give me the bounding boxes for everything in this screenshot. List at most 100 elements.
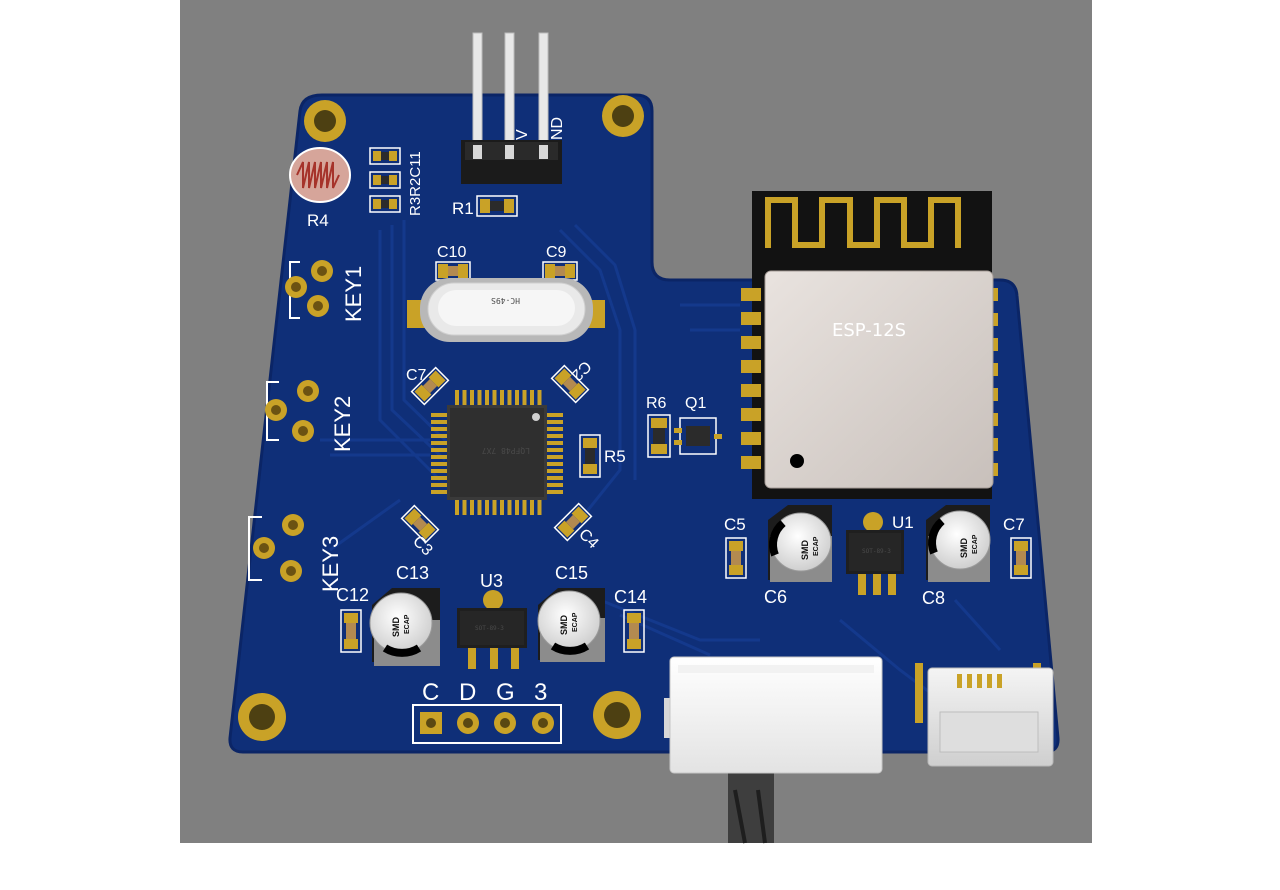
header-label-nd: ND bbox=[549, 117, 566, 140]
label-r1: R1 bbox=[452, 199, 474, 218]
esp-pad bbox=[741, 288, 761, 301]
mcu-pin bbox=[455, 499, 459, 515]
mcu-pin bbox=[431, 462, 448, 466]
mcu-pin bbox=[537, 390, 542, 406]
mcu-pin bbox=[500, 499, 504, 515]
mcu-pin bbox=[431, 483, 448, 487]
mcu-pin bbox=[546, 448, 563, 452]
mcu-pin bbox=[530, 499, 534, 515]
mcu-pin bbox=[470, 499, 474, 515]
bottom-header-labels: C D G 3 bbox=[422, 679, 547, 706]
esp-pad bbox=[741, 456, 761, 469]
mcu-pin bbox=[546, 483, 563, 487]
mcu-pin bbox=[431, 413, 448, 417]
label-c7-right: C7 bbox=[1003, 515, 1025, 534]
capacitor-c4-diag bbox=[553, 502, 593, 542]
bottom-pin-header[interactable] bbox=[412, 704, 562, 744]
label-q1: Q1 bbox=[685, 395, 706, 412]
resistor-r6 bbox=[647, 414, 671, 458]
mcu-pin bbox=[546, 434, 563, 438]
label-c15: C15 bbox=[555, 563, 588, 583]
esp-pad bbox=[741, 336, 761, 349]
mcu-pin bbox=[537, 499, 542, 515]
header-label-d: D bbox=[459, 679, 476, 706]
regulator-u1 bbox=[846, 512, 904, 595]
esp-pad bbox=[741, 312, 761, 325]
cable bbox=[728, 770, 774, 843]
cap-c13-marking-smd: SMD bbox=[391, 617, 401, 638]
transistor-q1 bbox=[674, 417, 722, 455]
mcu-pin bbox=[492, 390, 497, 406]
label-u1: U1 bbox=[892, 513, 914, 532]
key1-label: KEY1 bbox=[341, 266, 366, 322]
mcu-pin bbox=[431, 427, 448, 431]
label-c12: C12 bbox=[336, 585, 369, 605]
mcu-pin bbox=[546, 427, 563, 431]
label-c6: C6 bbox=[764, 587, 787, 607]
mcu-pin bbox=[522, 390, 527, 406]
cap-c15-marking-smd: SMD bbox=[559, 615, 569, 636]
cap-c15-marking-ecap: ECAP bbox=[572, 612, 579, 632]
resistor-array bbox=[369, 147, 401, 213]
label-u3: U3 bbox=[480, 571, 503, 591]
header-label-v: V bbox=[514, 129, 531, 140]
mcu-chip bbox=[431, 390, 563, 515]
mcu-pin bbox=[462, 390, 467, 406]
capacitor-c5 bbox=[725, 537, 747, 579]
mcu-pin bbox=[431, 455, 448, 459]
cap-c8-marking-smd: SMD bbox=[959, 538, 969, 559]
key2-label: KEY2 bbox=[330, 396, 355, 452]
mcu-marking: LQFP48 7X7 bbox=[482, 446, 530, 455]
label-c9: C9 bbox=[546, 244, 567, 261]
key3-label: KEY3 bbox=[318, 536, 343, 592]
resistor-r1 bbox=[476, 195, 518, 217]
mcu-pin bbox=[546, 455, 563, 459]
electrolytic-cap-c8 bbox=[926, 505, 991, 582]
mcu-pin bbox=[470, 390, 474, 406]
resistor-r5 bbox=[579, 434, 601, 478]
crystal-oscillator bbox=[407, 278, 605, 342]
cap-c8-marking-ecap: ECAP bbox=[972, 534, 979, 554]
white-connector bbox=[664, 656, 883, 774]
capacitor-c2-diag bbox=[550, 364, 590, 404]
key3-switch[interactable] bbox=[248, 514, 304, 582]
key1-switch[interactable] bbox=[285, 260, 333, 319]
pcb-antenna bbox=[765, 197, 961, 248]
mcu-pin bbox=[431, 490, 448, 494]
esp-module-label: ESP-12S bbox=[832, 320, 906, 341]
mcu-pin bbox=[546, 490, 563, 494]
cap-c13-marking-ecap: ECAP bbox=[404, 614, 411, 634]
micro-usb-connector[interactable] bbox=[915, 663, 1054, 767]
capacitor-c3-diag bbox=[400, 504, 440, 544]
regulator-u3 bbox=[457, 590, 527, 669]
mcu-pin bbox=[515, 499, 519, 515]
mcu-pin bbox=[431, 448, 448, 452]
pcb-board bbox=[229, 95, 1059, 752]
mcu-pin bbox=[455, 390, 459, 406]
label-c10: C10 bbox=[437, 244, 466, 261]
header-label-3: 3 bbox=[534, 679, 547, 706]
esp-pad bbox=[741, 432, 761, 445]
mcu-pin bbox=[431, 434, 448, 438]
key2-switch[interactable] bbox=[265, 380, 319, 442]
label-c13: C13 bbox=[396, 563, 429, 583]
header-label-c: C bbox=[422, 679, 439, 706]
label-r5: R5 bbox=[604, 447, 626, 466]
mcu-pin bbox=[485, 499, 489, 515]
cap-c6-marking-smd: SMD bbox=[800, 540, 810, 561]
mcu-pin bbox=[546, 441, 563, 445]
label-c8: C8 bbox=[922, 588, 945, 608]
capacitor-c14 bbox=[623, 609, 645, 653]
mcu-pin bbox=[431, 441, 448, 445]
top-pin-header[interactable] bbox=[461, 32, 562, 184]
mcu-pin bbox=[522, 499, 527, 515]
label-c7: C7 bbox=[406, 367, 427, 384]
mcu-pin bbox=[492, 499, 497, 515]
label-r6: R6 bbox=[646, 395, 667, 412]
electrolytic-cap-c6 bbox=[768, 505, 832, 582]
mcu-pin bbox=[515, 390, 519, 406]
mcu-pin bbox=[431, 420, 448, 424]
esp-pad bbox=[741, 408, 761, 421]
mcu-pin bbox=[546, 413, 563, 417]
